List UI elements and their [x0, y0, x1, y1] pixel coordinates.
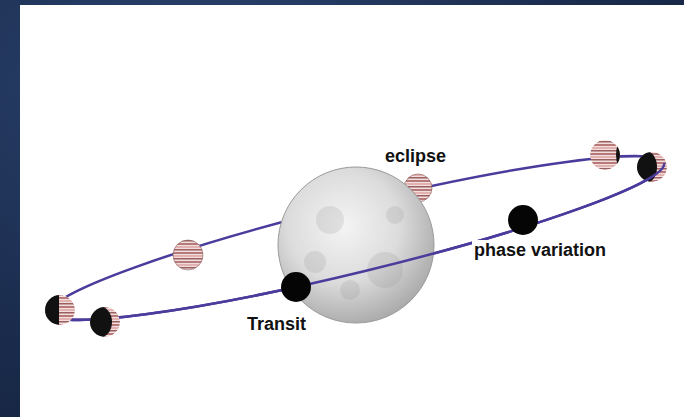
orbit-front [50, 163, 672, 346]
planet-crescent [86, 306, 120, 338]
star-texture [304, 206, 404, 300]
annotation-label: eclipse [383, 146, 448, 167]
annotation-label: phase variation [472, 240, 608, 261]
planet-full [173, 240, 203, 270]
planet-transit [281, 272, 311, 302]
star-sphere [278, 167, 434, 323]
orbit-path [42, 130, 672, 346]
planet-gibbous [590, 139, 632, 171]
planet-night [508, 205, 538, 235]
planet-half [44, 294, 75, 326]
annotation-label: Transit [245, 314, 308, 335]
